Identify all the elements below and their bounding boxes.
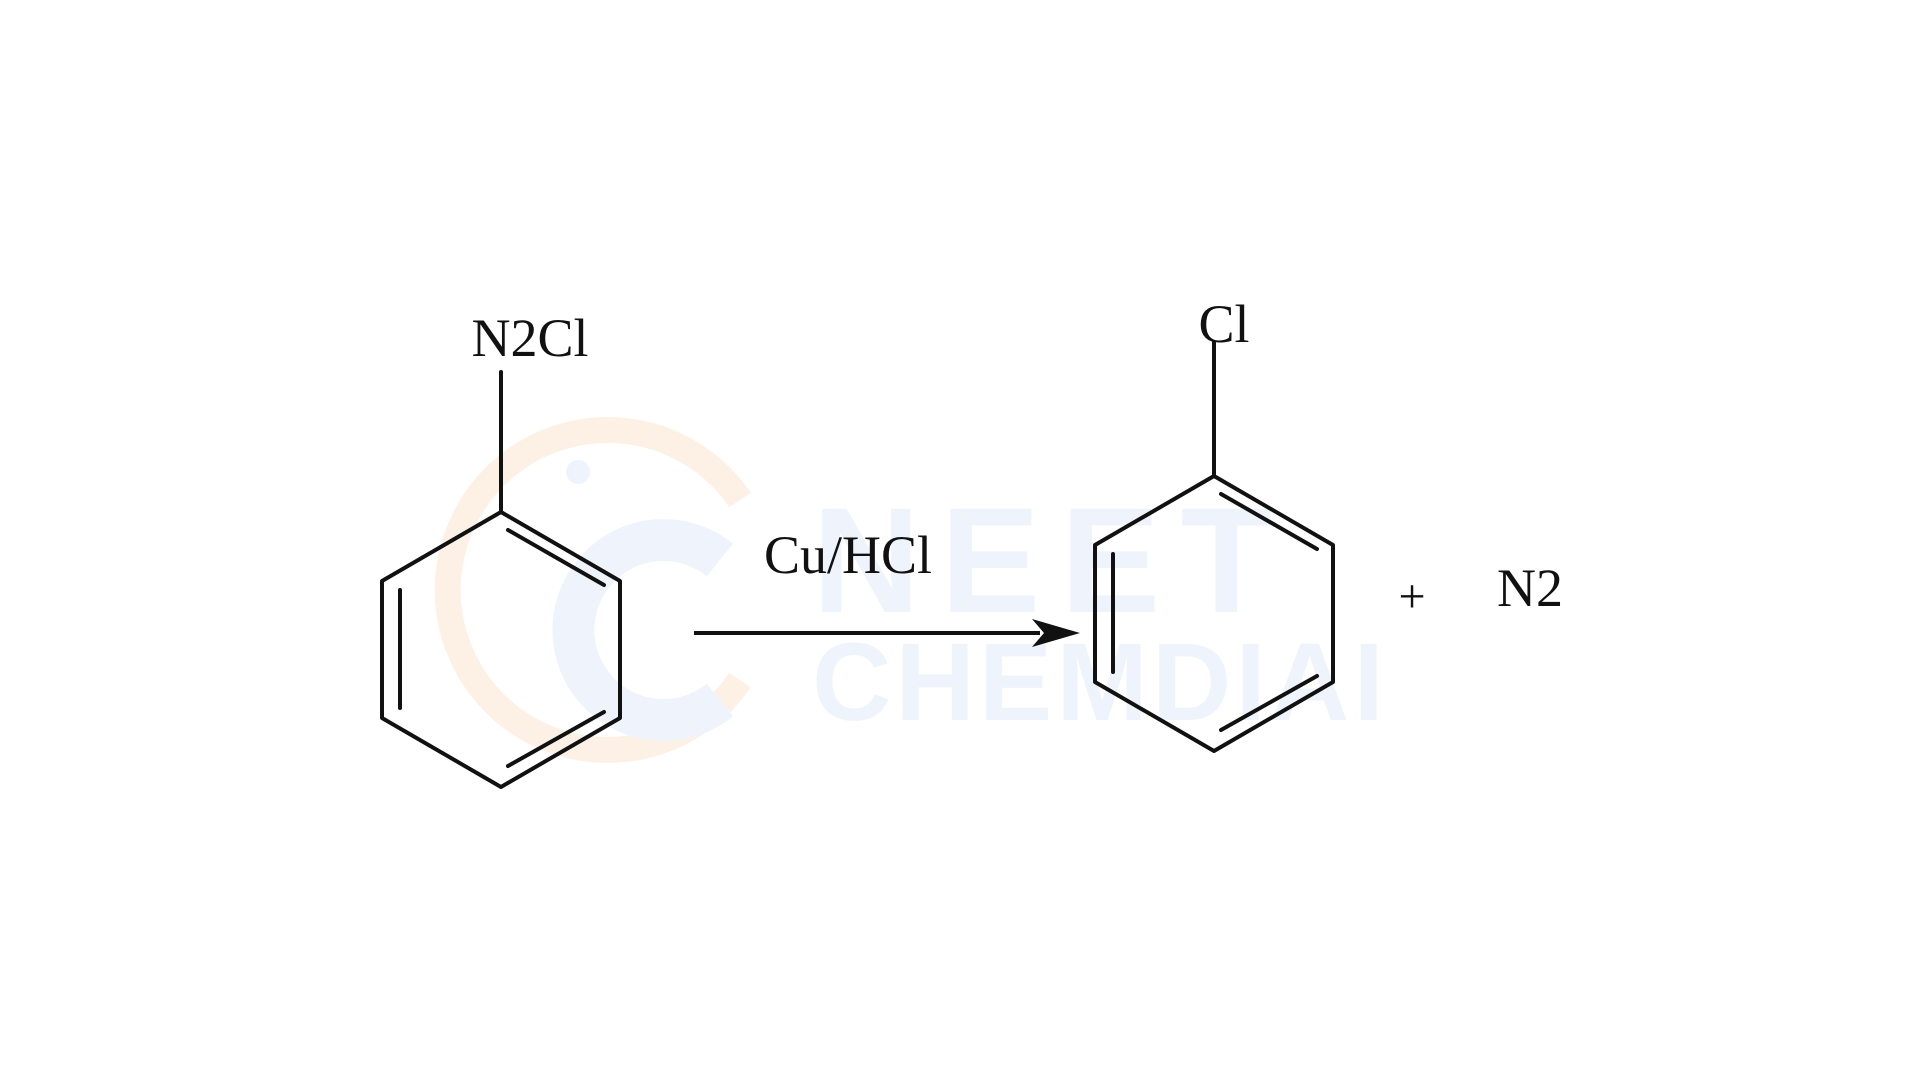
product-benzene-ring: [1093, 340, 1335, 753]
arrow-head: [1032, 619, 1080, 647]
reactant-double-bond-1: [506, 528, 606, 587]
reaction-arrow: [694, 619, 1080, 647]
byproduct-formula: N2: [1497, 558, 1563, 618]
product-double-bond-1: [1219, 492, 1319, 551]
product-substituent-label: Cl: [1198, 294, 1249, 354]
product-double-bond-3: [1219, 674, 1319, 732]
reactant-ring-outline: [380, 510, 622, 789]
c-logo-icon: [434, 417, 751, 763]
reactant-double-bond-3: [506, 710, 606, 768]
watermark-line1: NEET: [812, 476, 1292, 644]
reagent-label: Cu/HCl: [764, 525, 932, 585]
reactant-benzene-ring: [380, 370, 622, 789]
watermark: NEET CHEMDIAI: [434, 417, 1384, 763]
reactant-substituent-label: N2Cl: [471, 308, 588, 368]
plus-sign: +: [1398, 570, 1425, 623]
product-ring-outline: [1093, 474, 1335, 753]
